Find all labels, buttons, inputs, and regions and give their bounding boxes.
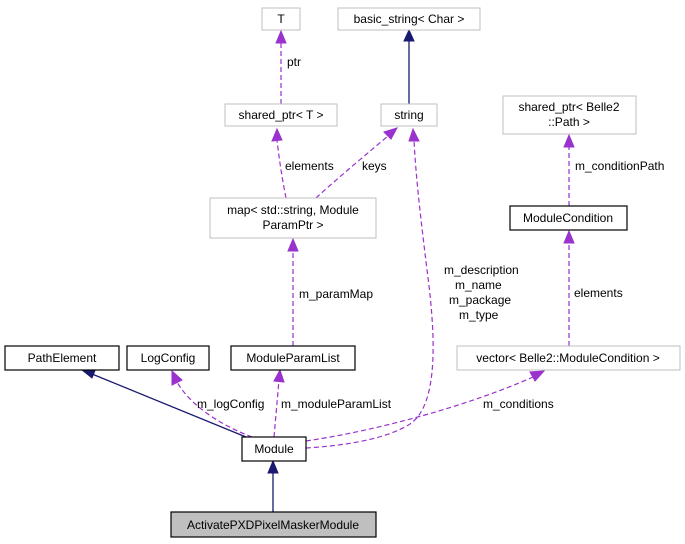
node-vector-condition[interactable]: vector< Belle2::ModuleCondition >: [456, 345, 681, 371]
edge-module-vector-conditions: [305, 370, 546, 442]
node-path-element[interactable]: PathElement: [4, 345, 120, 371]
node-module-condition[interactable]: ModuleCondition: [509, 205, 628, 231]
node-basic-string-label: basic_string< Char >: [354, 12, 465, 26]
node-module-param-list-label: ModuleParamList: [246, 351, 340, 365]
edge-label-m-log-config: m_logConfig: [197, 397, 264, 411]
node-shared-ptr-t-label: shared_ptr< T >: [239, 108, 324, 122]
edge-label-ptr: ptr: [287, 55, 301, 69]
node-shared-ptr-path-label-2: ::Path >: [548, 115, 590, 129]
edge-label-m-description: m_description: [444, 263, 519, 277]
edge-shared-ptr-t-ptr: [275, 29, 287, 104]
node-string[interactable]: string: [380, 103, 438, 127]
edge-module-param-list-member: [273, 368, 285, 438]
node-module[interactable]: Module: [241, 436, 307, 462]
edge-label-m-name: m_name: [455, 278, 502, 292]
edge-map-shared-ptr-elements: [271, 127, 287, 199]
edge-label-m-condition-path: m_conditionPath: [575, 159, 664, 173]
node-module-label: Module: [254, 442, 294, 456]
node-t-label: T: [277, 12, 285, 26]
node-activate-label: ActivatePXDPixelMaskerModule: [187, 518, 359, 532]
edge-label-m-param-map: m_paramMap: [299, 287, 373, 301]
node-string-label: string: [394, 108, 423, 122]
node-vector-condition-label: vector< Belle2::ModuleCondition >: [476, 351, 659, 365]
edge-module-log-config: [171, 369, 253, 438]
node-shared-ptr-t[interactable]: shared_ptr< T >: [224, 103, 338, 127]
edge-map-string-keys: [315, 127, 399, 199]
node-path-element-label: PathElement: [28, 351, 97, 365]
edge-label-m-conditions: m_conditions: [483, 397, 554, 411]
node-t[interactable]: T: [261, 7, 301, 31]
edge-label-elements-map: elements: [285, 159, 334, 173]
node-log-config-label: LogConfig: [141, 351, 196, 365]
edge-label-m-package: m_package: [449, 293, 511, 307]
edge-vector-module-condition-elements: [563, 229, 575, 346]
edge-label-m-type: m_type: [459, 308, 499, 322]
edge-module-condition-path: [563, 133, 575, 206]
node-activate-pxd-pixel-masker-module[interactable]: ActivatePXDPixelMaskerModule: [170, 511, 377, 538]
node-shared-ptr-path[interactable]: shared_ptr< Belle2 ::Path >: [502, 95, 637, 135]
node-map-label-1: map< std::string, Module: [227, 203, 359, 217]
edge-label-keys: keys: [362, 159, 387, 173]
edge-label-elements-vector: elements: [574, 286, 623, 300]
node-map[interactable]: map< std::string, Module ParamPtr >: [209, 197, 377, 239]
edge-module-param-list-param-map: [287, 237, 299, 346]
node-module-condition-label: ModuleCondition: [523, 211, 613, 225]
edge-activate-module-inheritance: [267, 459, 279, 512]
node-shared-ptr-path-label-1: shared_ptr< Belle2: [518, 100, 619, 114]
edge-label-m-module-param-list: m_moduleParamList: [281, 397, 392, 411]
node-basic-string[interactable]: basic_string< Char >: [337, 7, 481, 31]
node-log-config[interactable]: LogConfig: [126, 345, 210, 371]
node-map-label-2: ParamPtr >: [262, 218, 323, 232]
node-module-param-list[interactable]: ModuleParamList: [230, 345, 356, 371]
edge-string-basic-string: [403, 28, 415, 104]
edge-module-string-members: [305, 127, 434, 449]
